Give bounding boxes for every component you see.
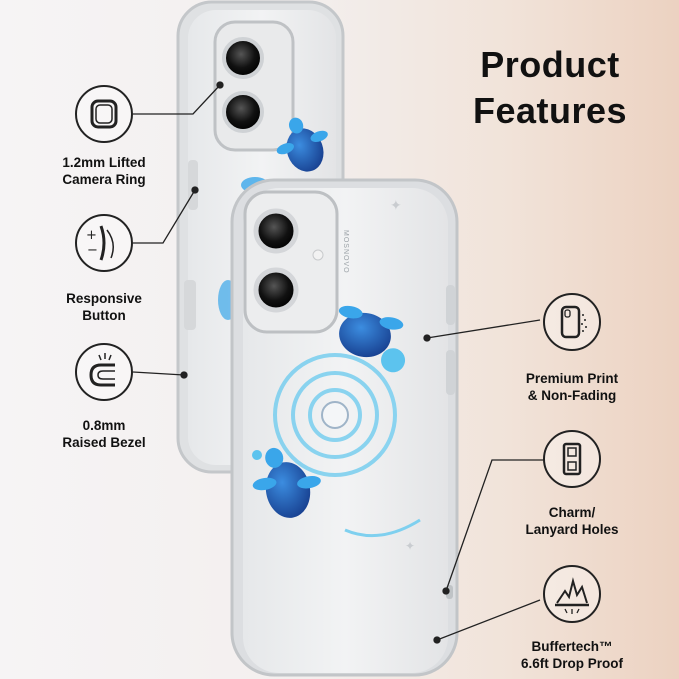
page-title: Product Features xyxy=(450,42,650,134)
back-lens-top xyxy=(222,37,264,79)
title-line-2: Features xyxy=(472,90,628,131)
side-button-1 xyxy=(446,285,455,325)
feature-drop-proof: Buffertech™ 6.6ft Drop Proof xyxy=(520,639,623,671)
camera-ring-icon xyxy=(75,85,133,143)
lanyard-hole-icon xyxy=(543,430,601,488)
raised-bezel-icon xyxy=(75,343,133,401)
front-phone: ✦ ✦ MOSNOVO xyxy=(230,178,459,677)
turtle-icon xyxy=(252,447,321,518)
front-camera-module xyxy=(243,190,339,334)
feature-responsive-button: Responsive Button xyxy=(66,291,142,323)
leader-lines xyxy=(132,81,545,644)
print-phone-icon xyxy=(543,293,601,351)
svg-text:−: − xyxy=(87,243,98,258)
feature-camera-ring: 1.2mm Lifted Camera Ring xyxy=(62,155,146,187)
back-lens-bottom xyxy=(222,91,264,133)
turtle-icon xyxy=(338,305,406,373)
button-press-icon: +− xyxy=(75,214,133,272)
turtle-icon xyxy=(276,117,328,172)
feature-raised-bezel: 0.8mm Raised Bezel xyxy=(62,418,146,450)
feature-lanyard-holes: Charm/ Lanyard Holes xyxy=(525,505,619,537)
front-lens-top xyxy=(253,208,299,254)
drop-impact-icon xyxy=(543,565,601,623)
side-button-2 xyxy=(446,350,455,395)
svg-text:✦: ✦ xyxy=(405,539,415,553)
svg-text:+: + xyxy=(86,228,97,243)
swirl-graphic xyxy=(273,353,397,477)
title-line-1: Product xyxy=(480,44,620,85)
case-brand-text: MOSNOVO xyxy=(342,230,349,274)
feature-premium-print: Premium Print & Non-Fading xyxy=(525,371,619,403)
svg-text:✦: ✦ xyxy=(390,198,402,214)
front-lens-bottom xyxy=(253,267,299,313)
